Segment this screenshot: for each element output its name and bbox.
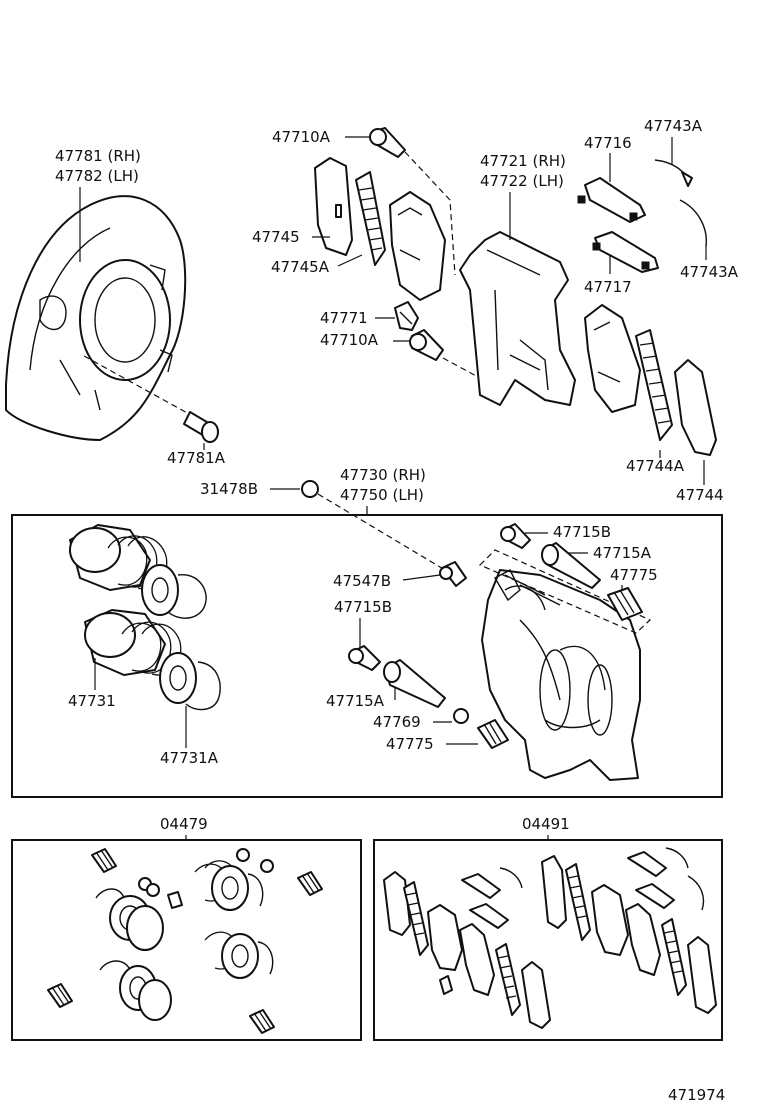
bolt-47715B-mid	[348, 645, 381, 671]
label-47716: 47716	[584, 134, 632, 152]
label-47715B-mid: 47715B	[334, 598, 392, 616]
label-47775-top: 47775	[610, 566, 658, 584]
label-47721: 47721 (RH)	[480, 152, 566, 170]
label-47717: 47717	[584, 278, 632, 296]
dust-cover-bolt	[183, 411, 219, 443]
anti-rattle-spring-upper	[577, 177, 646, 223]
caliper-assembly-box	[11, 514, 723, 798]
cylinder-mounting-bracket	[459, 231, 576, 406]
label-04479: 04479	[160, 815, 208, 833]
label-47710A-top: 47710A	[272, 128, 331, 146]
anti-rattle-spring-lower	[592, 231, 659, 273]
label-47715A-mid: 47715A	[326, 692, 385, 710]
bleeder-cap	[301, 480, 319, 498]
label-47775-bot: 47775	[386, 735, 434, 753]
label-47744: 47744	[676, 486, 724, 504]
boot-47775-top	[607, 587, 643, 621]
label-47781A: 47781A	[167, 449, 226, 467]
label-47744A: 47744A	[626, 457, 685, 475]
label-47722: 47722 (LH)	[480, 172, 564, 190]
bolt-47715B-top	[500, 523, 531, 549]
label-47743A-top: 47743A	[644, 117, 703, 135]
kit-04479-parts	[47, 848, 323, 1034]
anti-squeal-shim-inner	[355, 171, 386, 266]
caliper-body	[481, 569, 641, 781]
label-47715B-top: 47715B	[553, 523, 611, 541]
anti-squeal-shim-outer	[314, 157, 353, 256]
label-47731A: 47731A	[160, 749, 219, 767]
cylinder-guide-clip	[394, 301, 419, 331]
label-47782: 47782 (LH)	[55, 167, 139, 185]
disc-brake-pad-right	[584, 304, 641, 413]
shim-right-inner	[635, 329, 673, 441]
label-47731: 47731	[68, 692, 116, 710]
label-47730: 47730 (RH)	[340, 466, 426, 484]
bushing-bolt-top	[369, 127, 406, 158]
bushing-47769	[453, 708, 469, 724]
label-47715A-top: 47715A	[593, 544, 652, 562]
disc-brake-pad-top	[389, 191, 446, 301]
label-47710A-mid: 47710A	[320, 331, 379, 349]
label-47781: 47781 (RH)	[55, 147, 141, 165]
label-47750: 47750 (LH)	[340, 486, 424, 504]
boot-47775-bot	[477, 719, 509, 749]
pad-wear-indicator-lower	[679, 199, 707, 247]
bushing-bolt-mid	[409, 329, 444, 361]
label-47745A: 47745A	[271, 258, 330, 276]
pad-wear-indicator-upper	[654, 159, 693, 187]
kit-04491-parts	[383, 847, 717, 1029]
label-47771: 47771	[320, 309, 368, 327]
label-31478B: 31478B	[200, 480, 258, 498]
label-47745: 47745	[252, 228, 300, 246]
piston-upper	[69, 524, 207, 619]
label-04491: 04491	[522, 815, 570, 833]
bleeder-plug	[439, 561, 467, 587]
shim-right-outer	[674, 359, 717, 456]
slide-pin-top	[541, 542, 601, 589]
disc-brake-dust-cover	[5, 195, 201, 441]
diagram-number: 471974	[668, 1086, 725, 1104]
slide-pin-mid	[383, 659, 446, 708]
label-47547B: 47547B	[333, 572, 391, 590]
piston-lower	[84, 609, 221, 711]
label-47743A-bot: 47743A	[680, 263, 739, 281]
kit-04479-box	[11, 839, 362, 1041]
kit-04491-box	[373, 839, 723, 1041]
label-47769: 47769	[373, 713, 421, 731]
